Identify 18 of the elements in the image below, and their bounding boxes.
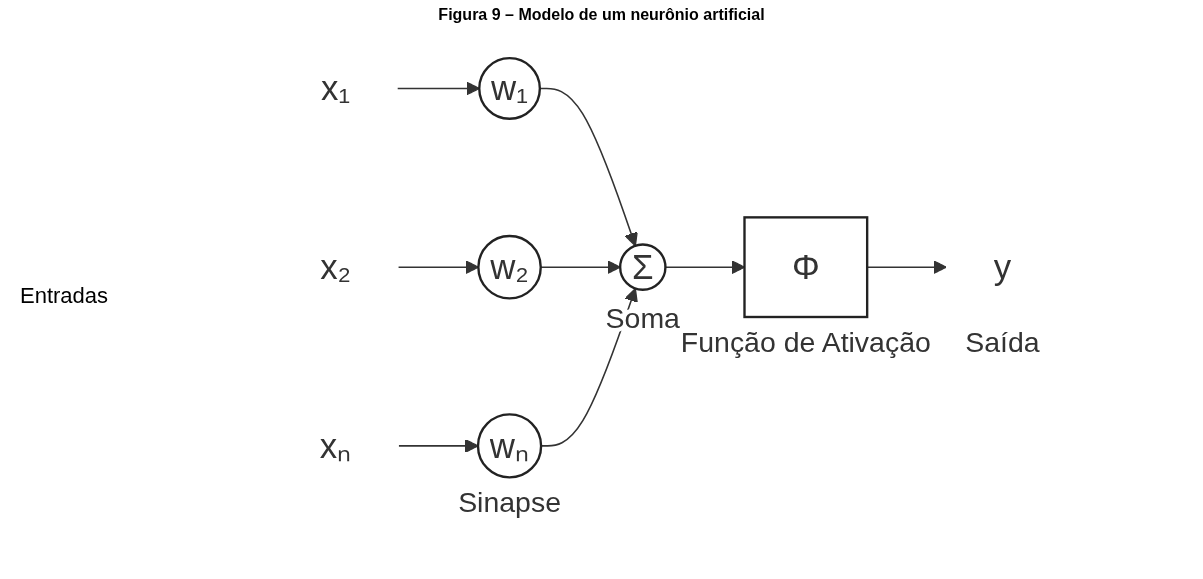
node-text: xₙ: [319, 426, 352, 466]
group-label: Entradas: [20, 283, 109, 309]
node-caption: Saída: [965, 325, 1040, 358]
node-text: x₁: [321, 68, 351, 109]
node-text: x₂: [320, 247, 352, 287]
figure-title: Figura 9 – Modelo de um neurônio artificial: [437, 5, 766, 25]
node-circle: wₙ: [476, 413, 543, 479]
arrow: [398, 438, 479, 453]
node-circle: w₁: [478, 57, 542, 120]
node-caption: Sinapse: [458, 486, 562, 519]
node-text: y: [993, 247, 1012, 287]
node-box: Φ: [743, 216, 869, 319]
node-circle: Σ: [619, 243, 667, 291]
arrow: [396, 81, 480, 96]
arrow: [540, 260, 621, 275]
arrow: [539, 87, 638, 247]
node-caption: Função de Ativação: [680, 325, 931, 358]
node-circle: w₂: [477, 234, 542, 300]
